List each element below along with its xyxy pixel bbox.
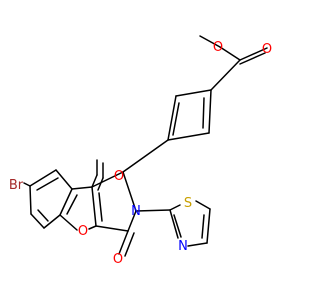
atom-carbonyl-oxygen-label: O <box>262 42 272 57</box>
atom-sulfur-label: S <box>184 196 192 211</box>
atom-labels: O O Br O S N O O N <box>9 40 272 267</box>
atom-bromine-label: Br <box>9 178 24 193</box>
atom-ester-oxygen-label: O <box>213 40 223 55</box>
bond-lines <box>23 35 268 257</box>
atom-pyran-oxygen-label: O <box>78 224 88 239</box>
atom-thiazole-nitrogen-label: N <box>178 239 188 254</box>
atom-pyrrole-nitrogen-label: N <box>131 204 141 219</box>
molecule-structure: O O Br O S N O O N <box>9 35 272 267</box>
atom-lactam-oxygen-label: O <box>113 252 123 267</box>
atom-ketone-oxygen-label: O <box>114 169 124 184</box>
